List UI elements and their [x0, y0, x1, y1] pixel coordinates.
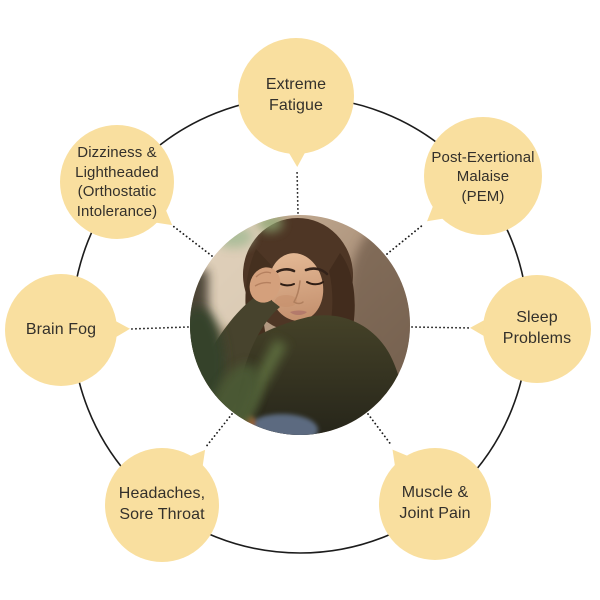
connector-muscle-joint: [367, 413, 393, 447]
eye-right-closed: [306, 281, 324, 286]
connector-extreme-fatigue: [296, 169, 299, 214]
woman-face: [268, 253, 329, 321]
bubble-headaches-sore-throat: [105, 448, 219, 562]
bubble-circle: [379, 448, 491, 560]
bubble-circle: [60, 125, 174, 239]
jeans-hint: [246, 414, 318, 435]
connector-dizziness: [172, 225, 213, 257]
connector-sleep-problems: [411, 326, 472, 329]
bubble-sleep-problems: [470, 275, 591, 383]
dotted-connectors: [130, 169, 472, 449]
bubble-brain-fog: [5, 274, 130, 386]
bubbles-group: [5, 38, 591, 562]
bubble-circle: [238, 38, 354, 154]
bubble-circle: [5, 274, 117, 386]
bubble-muscle-joint-pain: [379, 448, 491, 560]
bubble-post-exertional-malaise: [424, 117, 542, 235]
bubble-extreme-fatigue: [238, 38, 354, 167]
nose: [292, 280, 304, 305]
bubble-circle: [105, 448, 219, 562]
cheek-shade: [275, 295, 297, 307]
connector-headaches: [204, 413, 233, 449]
bubble-dizziness: [60, 125, 174, 239]
eyebrow-right: [304, 267, 329, 276]
center-photo: [190, 215, 410, 435]
connector-brain-fog: [130, 326, 189, 330]
bubble-circle: [424, 117, 542, 235]
lips: [290, 310, 307, 315]
connector-pem: [386, 223, 425, 255]
bubble-circle: [483, 275, 591, 383]
woman-hand: [249, 267, 281, 303]
